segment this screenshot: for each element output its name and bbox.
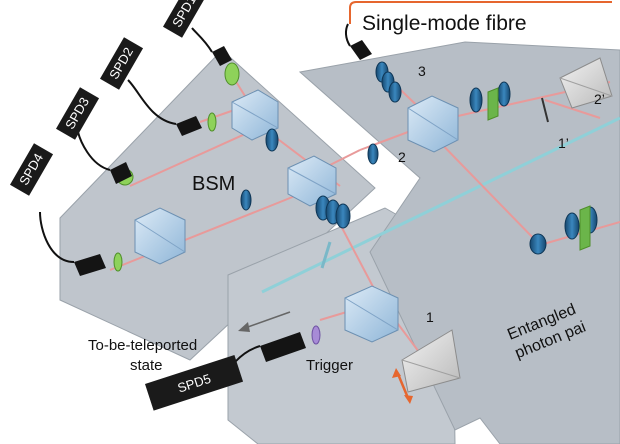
direction-arrow-icon — [238, 311, 291, 332]
prism-mirror — [559, 57, 613, 109]
beam-splitter-cube — [134, 207, 186, 265]
detector-spd4: SPD4 — [10, 143, 54, 196]
detector-spd2: SPD2 — [100, 37, 144, 90]
label-2-prime: 2’ — [594, 91, 605, 107]
dichroic-plate — [541, 97, 549, 123]
bsm-label: BSM — [192, 173, 235, 195]
pump-beam — [261, 116, 620, 294]
label-3: 3 — [418, 63, 426, 79]
purple-filter — [311, 325, 321, 345]
beam-splitter-cube — [231, 89, 279, 141]
dichroic-plate — [320, 241, 332, 269]
label-2: 2 — [398, 149, 406, 165]
fibre-title: Single-mode fibre — [362, 12, 527, 35]
to-teleport-line1: To-be-teleported — [88, 337, 197, 354]
beam-splitter-cube — [287, 155, 337, 207]
label-1-prime: 1’ — [558, 135, 569, 151]
label-1: 1 — [426, 309, 434, 325]
to-teleport-label: To-be-teleported state — [88, 337, 201, 374]
beam-splitter-cube — [407, 95, 459, 153]
to-teleport-line2: state — [130, 357, 163, 374]
beam-splitter-cube — [344, 285, 399, 343]
detector-spd3: SPD3 — [56, 87, 100, 140]
detector-spd5: SPD5 — [145, 354, 244, 411]
translation-arrow-icon — [392, 368, 413, 404]
fibre-callout-bracket — [349, 1, 612, 24]
prism-mirror — [401, 329, 461, 393]
fibre-couplers — [74, 40, 372, 362]
green-filters — [113, 62, 591, 272]
trigger-label: Trigger — [306, 357, 353, 374]
detector-spd1: SPD1 — [163, 0, 207, 38]
